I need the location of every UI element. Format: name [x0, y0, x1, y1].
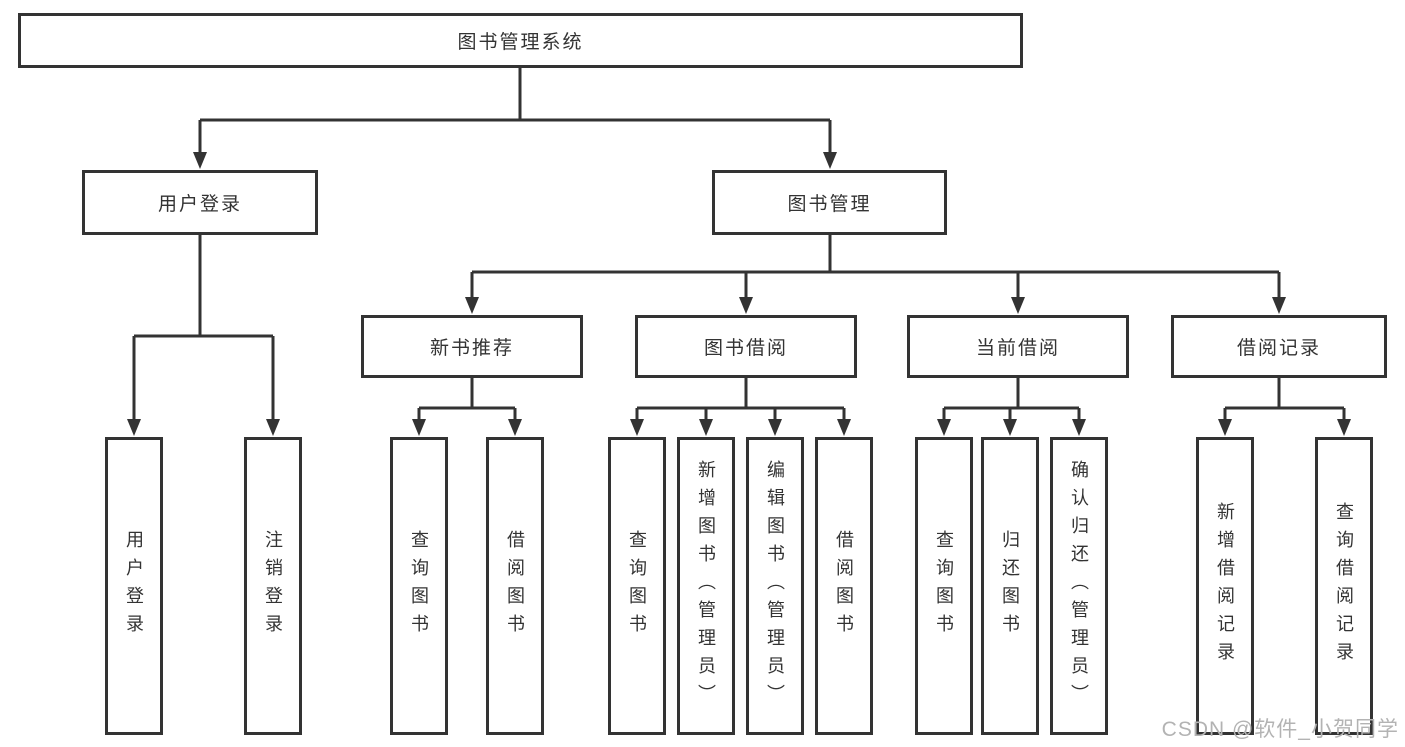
connector-borrow-record-branch	[1218, 378, 1351, 436]
leaf-borrow-book: 借阅图书	[815, 437, 873, 735]
node-book-borrow-label: 图书借阅	[703, 338, 788, 359]
leaf-user-login: 用户登录	[105, 437, 163, 735]
leaf-edit-book-admin: 编辑图书（管理员）	[746, 437, 804, 735]
connector-current-borrow-branch	[937, 378, 1086, 436]
node-book-management-label: 图书管理	[787, 194, 872, 215]
leaf-query-book-borrow: 查询图书	[608, 437, 666, 735]
leaf-return-book: 归还图书	[981, 437, 1039, 735]
node-new-book-recommend: 新书推荐	[361, 315, 583, 378]
node-book-borrow: 图书借阅	[635, 315, 857, 378]
node-current-borrow-label: 当前借阅	[975, 338, 1060, 359]
leaf-confirm-return-admin-label: 确认归还（管理员）	[1069, 460, 1089, 712]
node-user-login: 用户登录	[82, 170, 318, 235]
connector-new-book-branch	[412, 378, 522, 436]
node-new-book-recommend-label: 新书推荐	[429, 338, 514, 359]
leaf-borrow-book-recommend: 借阅图书	[486, 437, 544, 735]
watermark: CSDN @软件_小贺同学	[1161, 718, 1399, 741]
leaf-edit-book-admin-label: 编辑图书（管理员）	[765, 460, 785, 712]
leaf-query-book-current-label: 查询图书	[934, 530, 954, 642]
leaf-query-borrow-record-label: 查询借阅记录	[1334, 502, 1354, 670]
leaf-confirm-return-admin: 确认归还（管理员）	[1050, 437, 1108, 735]
node-current-borrow: 当前借阅	[907, 315, 1129, 378]
leaf-add-book-admin-label: 新增图书（管理员）	[696, 460, 716, 712]
leaf-query-book-recommend: 查询图书	[390, 437, 448, 735]
connector-book-borrow-branch	[630, 378, 851, 436]
leaf-query-book-recommend-label: 查询图书	[409, 530, 429, 642]
connector-book-management-branch	[465, 235, 1286, 314]
leaf-borrow-book-recommend-label: 借阅图书	[505, 530, 525, 642]
leaf-borrow-book-label: 借阅图书	[834, 530, 854, 642]
leaf-query-borrow-record: 查询借阅记录	[1315, 437, 1373, 735]
leaf-query-book-borrow-label: 查询图书	[627, 530, 647, 642]
leaf-user-login-label: 用户登录	[124, 530, 144, 642]
leaf-return-book-label: 归还图书	[1000, 530, 1020, 642]
node-user-login-label: 用户登录	[157, 194, 242, 215]
leaf-logout: 注销登录	[244, 437, 302, 735]
connector-user-login-branch	[127, 235, 280, 436]
leaf-logout-label: 注销登录	[263, 530, 283, 642]
connector-root-to-level2	[193, 68, 837, 169]
node-root: 图书管理系统	[18, 13, 1023, 68]
node-borrow-record-label: 借阅记录	[1236, 338, 1321, 359]
leaf-add-borrow-record-label: 新增借阅记录	[1215, 502, 1235, 670]
leaf-query-book-current: 查询图书	[915, 437, 973, 735]
node-root-label: 图书管理系统	[457, 32, 584, 53]
node-book-management: 图书管理	[712, 170, 947, 235]
leaf-add-borrow-record: 新增借阅记录	[1196, 437, 1254, 735]
leaf-add-book-admin: 新增图书（管理员）	[677, 437, 735, 735]
node-borrow-record: 借阅记录	[1171, 315, 1387, 378]
